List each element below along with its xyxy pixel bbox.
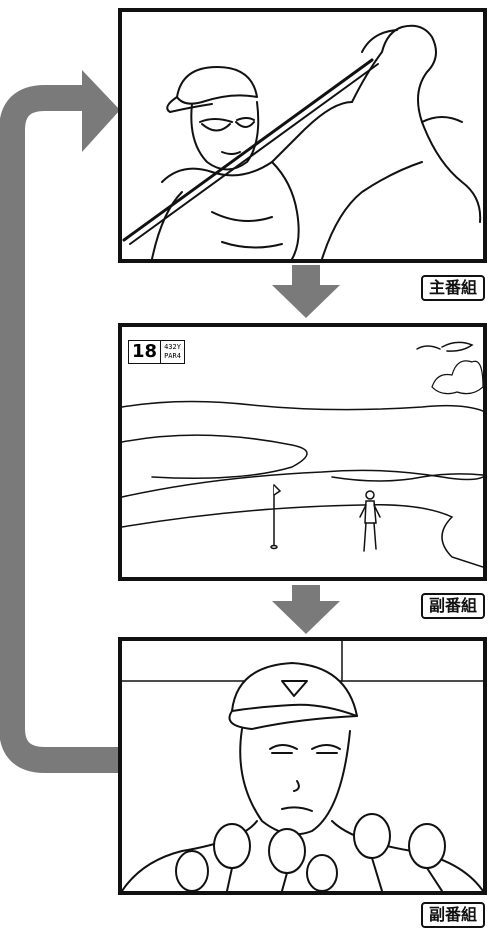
golfer-swing-illustration <box>122 24 482 259</box>
main-program-panel <box>118 8 487 263</box>
down-arrow-2 <box>272 585 340 634</box>
down-arrow-1 <box>272 265 340 318</box>
sub-program-panel-interview <box>118 637 487 895</box>
hole-yards: 432Y <box>164 343 181 351</box>
left-edge-arrowhead <box>0 418 8 430</box>
hole-par: PAR4 <box>164 352 181 360</box>
panel-label-main: 主番組 <box>420 275 485 301</box>
hole-scoreboard: 18 432Y PAR4 <box>128 340 185 364</box>
loop-arrowhead <box>82 70 120 152</box>
hole-info: 432Y PAR4 <box>161 340 185 364</box>
hole-number: 18 <box>128 340 162 364</box>
loop-arrow-path <box>0 85 118 773</box>
press-interview-illustration <box>122 641 483 891</box>
golf-course-illustration <box>122 341 483 568</box>
sub-program-panel-course <box>118 323 487 581</box>
panel-label-sub-1: 副番組 <box>420 593 485 619</box>
panel-label-sub-2: 副番組 <box>420 902 485 928</box>
